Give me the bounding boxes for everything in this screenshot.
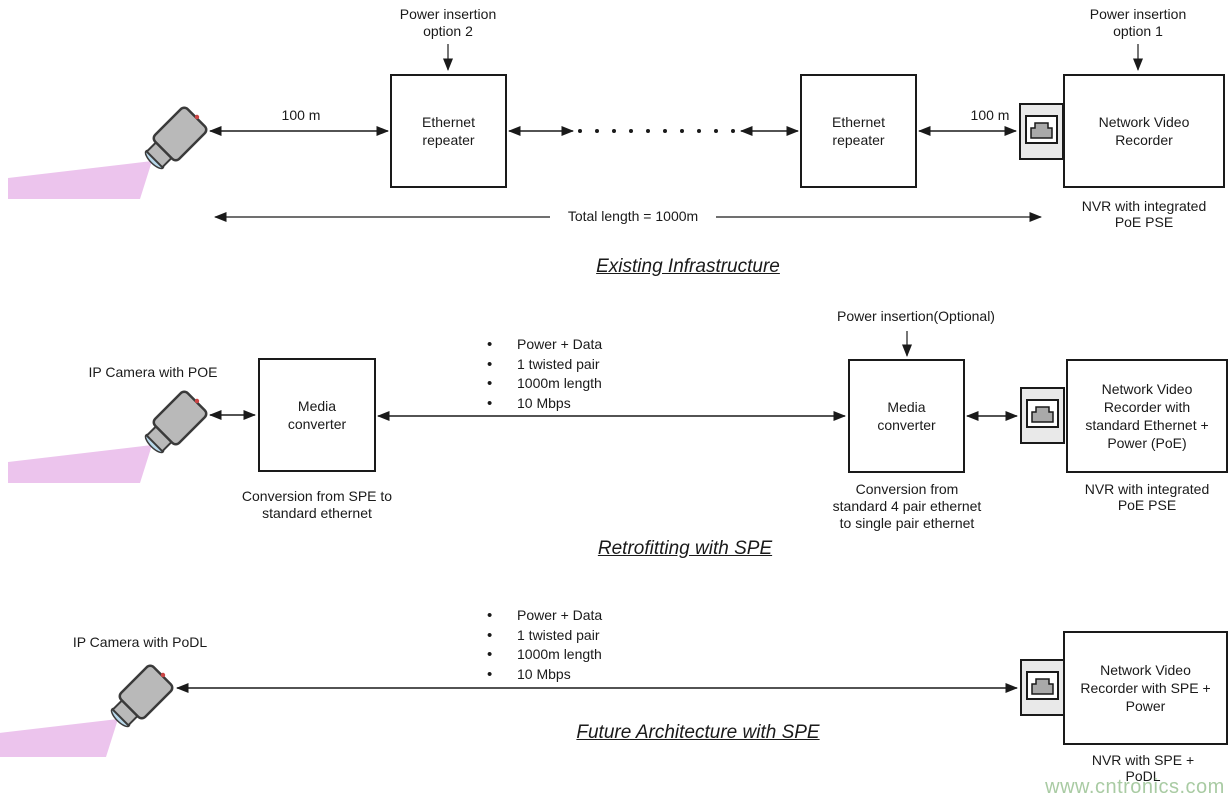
ip-camera-icon	[6, 388, 210, 485]
spec-item: 10 Mbps	[484, 665, 654, 685]
spec-item: 1 twisted pair	[484, 355, 654, 375]
ethernet-repeater-2-box: Ethernet repeater	[800, 74, 917, 188]
ip-camera-icon	[0, 662, 176, 759]
ip-camera-poe-label: IP Camera with POE	[88, 364, 218, 380]
power-insertion-option1-label: Power insertion option 1	[1089, 6, 1187, 39]
mc1-caption: Conversion from SPE to standard ethernet	[241, 488, 393, 521]
media-converter-1-label: Media converter	[287, 398, 347, 432]
nvr-caption: NVR with integrated PoE PSE	[1084, 481, 1210, 513]
ip-camera-icon	[6, 104, 210, 201]
ethernet-port-icon	[1020, 659, 1065, 716]
ethernet-repeater-1-label: Ethernet repeater	[422, 114, 475, 148]
nvr-caption: NVR with SPE + PoDL	[1091, 752, 1195, 784]
network-video-recorder-box: Network Video Recorder	[1063, 74, 1225, 188]
ethernet-repeater-2-label: Ethernet repeater	[832, 114, 885, 148]
nvr-spe-label: Network Video Recorder with SPE + Power	[1080, 662, 1211, 714]
site-watermark: www.cntronics.com	[1045, 776, 1225, 798]
ethernet-port-icon	[1020, 387, 1065, 444]
ethernet-port-icon	[1019, 103, 1064, 160]
spe-link-specs-list: Power + Data 1 twisted pair 1000m length…	[484, 335, 654, 413]
nvr-spe-box: Network Video Recorder with SPE + Power	[1063, 631, 1228, 745]
total-length-label: Total length = 1000m	[550, 207, 716, 225]
distance-label: 100 m	[970, 107, 1010, 123]
nvr-poe-box: Network Video Recorder with standard Eth…	[1066, 359, 1228, 473]
spec-item: Power + Data	[484, 606, 654, 626]
spec-item: 1000m length	[484, 645, 654, 665]
spe-link-specs-list: Power + Data 1 twisted pair 1000m length…	[484, 606, 654, 684]
section-title-existing: Existing Infrastructure	[596, 256, 780, 277]
ethernet-repeater-1-box: Ethernet repeater	[390, 74, 507, 188]
mc2-caption: Conversion from standard 4 pair ethernet…	[832, 481, 982, 531]
power-insertion-option2-label: Power insertion option 2	[399, 6, 497, 39]
section-title-retrofit: Retrofitting with SPE	[597, 538, 773, 559]
repeater-chain-ellipsis-dots	[578, 129, 735, 133]
network-video-recorder-label: Network Video Recorder	[1098, 114, 1190, 148]
media-converter-2-label: Media converter	[877, 399, 936, 433]
spec-item: 1 twisted pair	[484, 626, 654, 646]
power-insertion-optional-label: Power insertion(Optional)	[837, 308, 995, 324]
spec-item: 1000m length	[484, 374, 654, 394]
media-converter-2-box: Media converter	[848, 359, 965, 473]
media-converter-1-box: Media converter	[258, 358, 376, 472]
nvr-poe-label: Network Video Recorder with standard Eth…	[1085, 381, 1209, 451]
spec-item: 10 Mbps	[484, 394, 654, 414]
nvr-caption: NVR with integrated PoE PSE	[1081, 198, 1207, 230]
ip-camera-podl-label: IP Camera with PoDL	[72, 634, 208, 650]
spec-item: Power + Data	[484, 335, 654, 355]
section-title-future: Future Architecture with SPE	[576, 722, 820, 743]
distance-label: 100 m	[281, 107, 321, 123]
